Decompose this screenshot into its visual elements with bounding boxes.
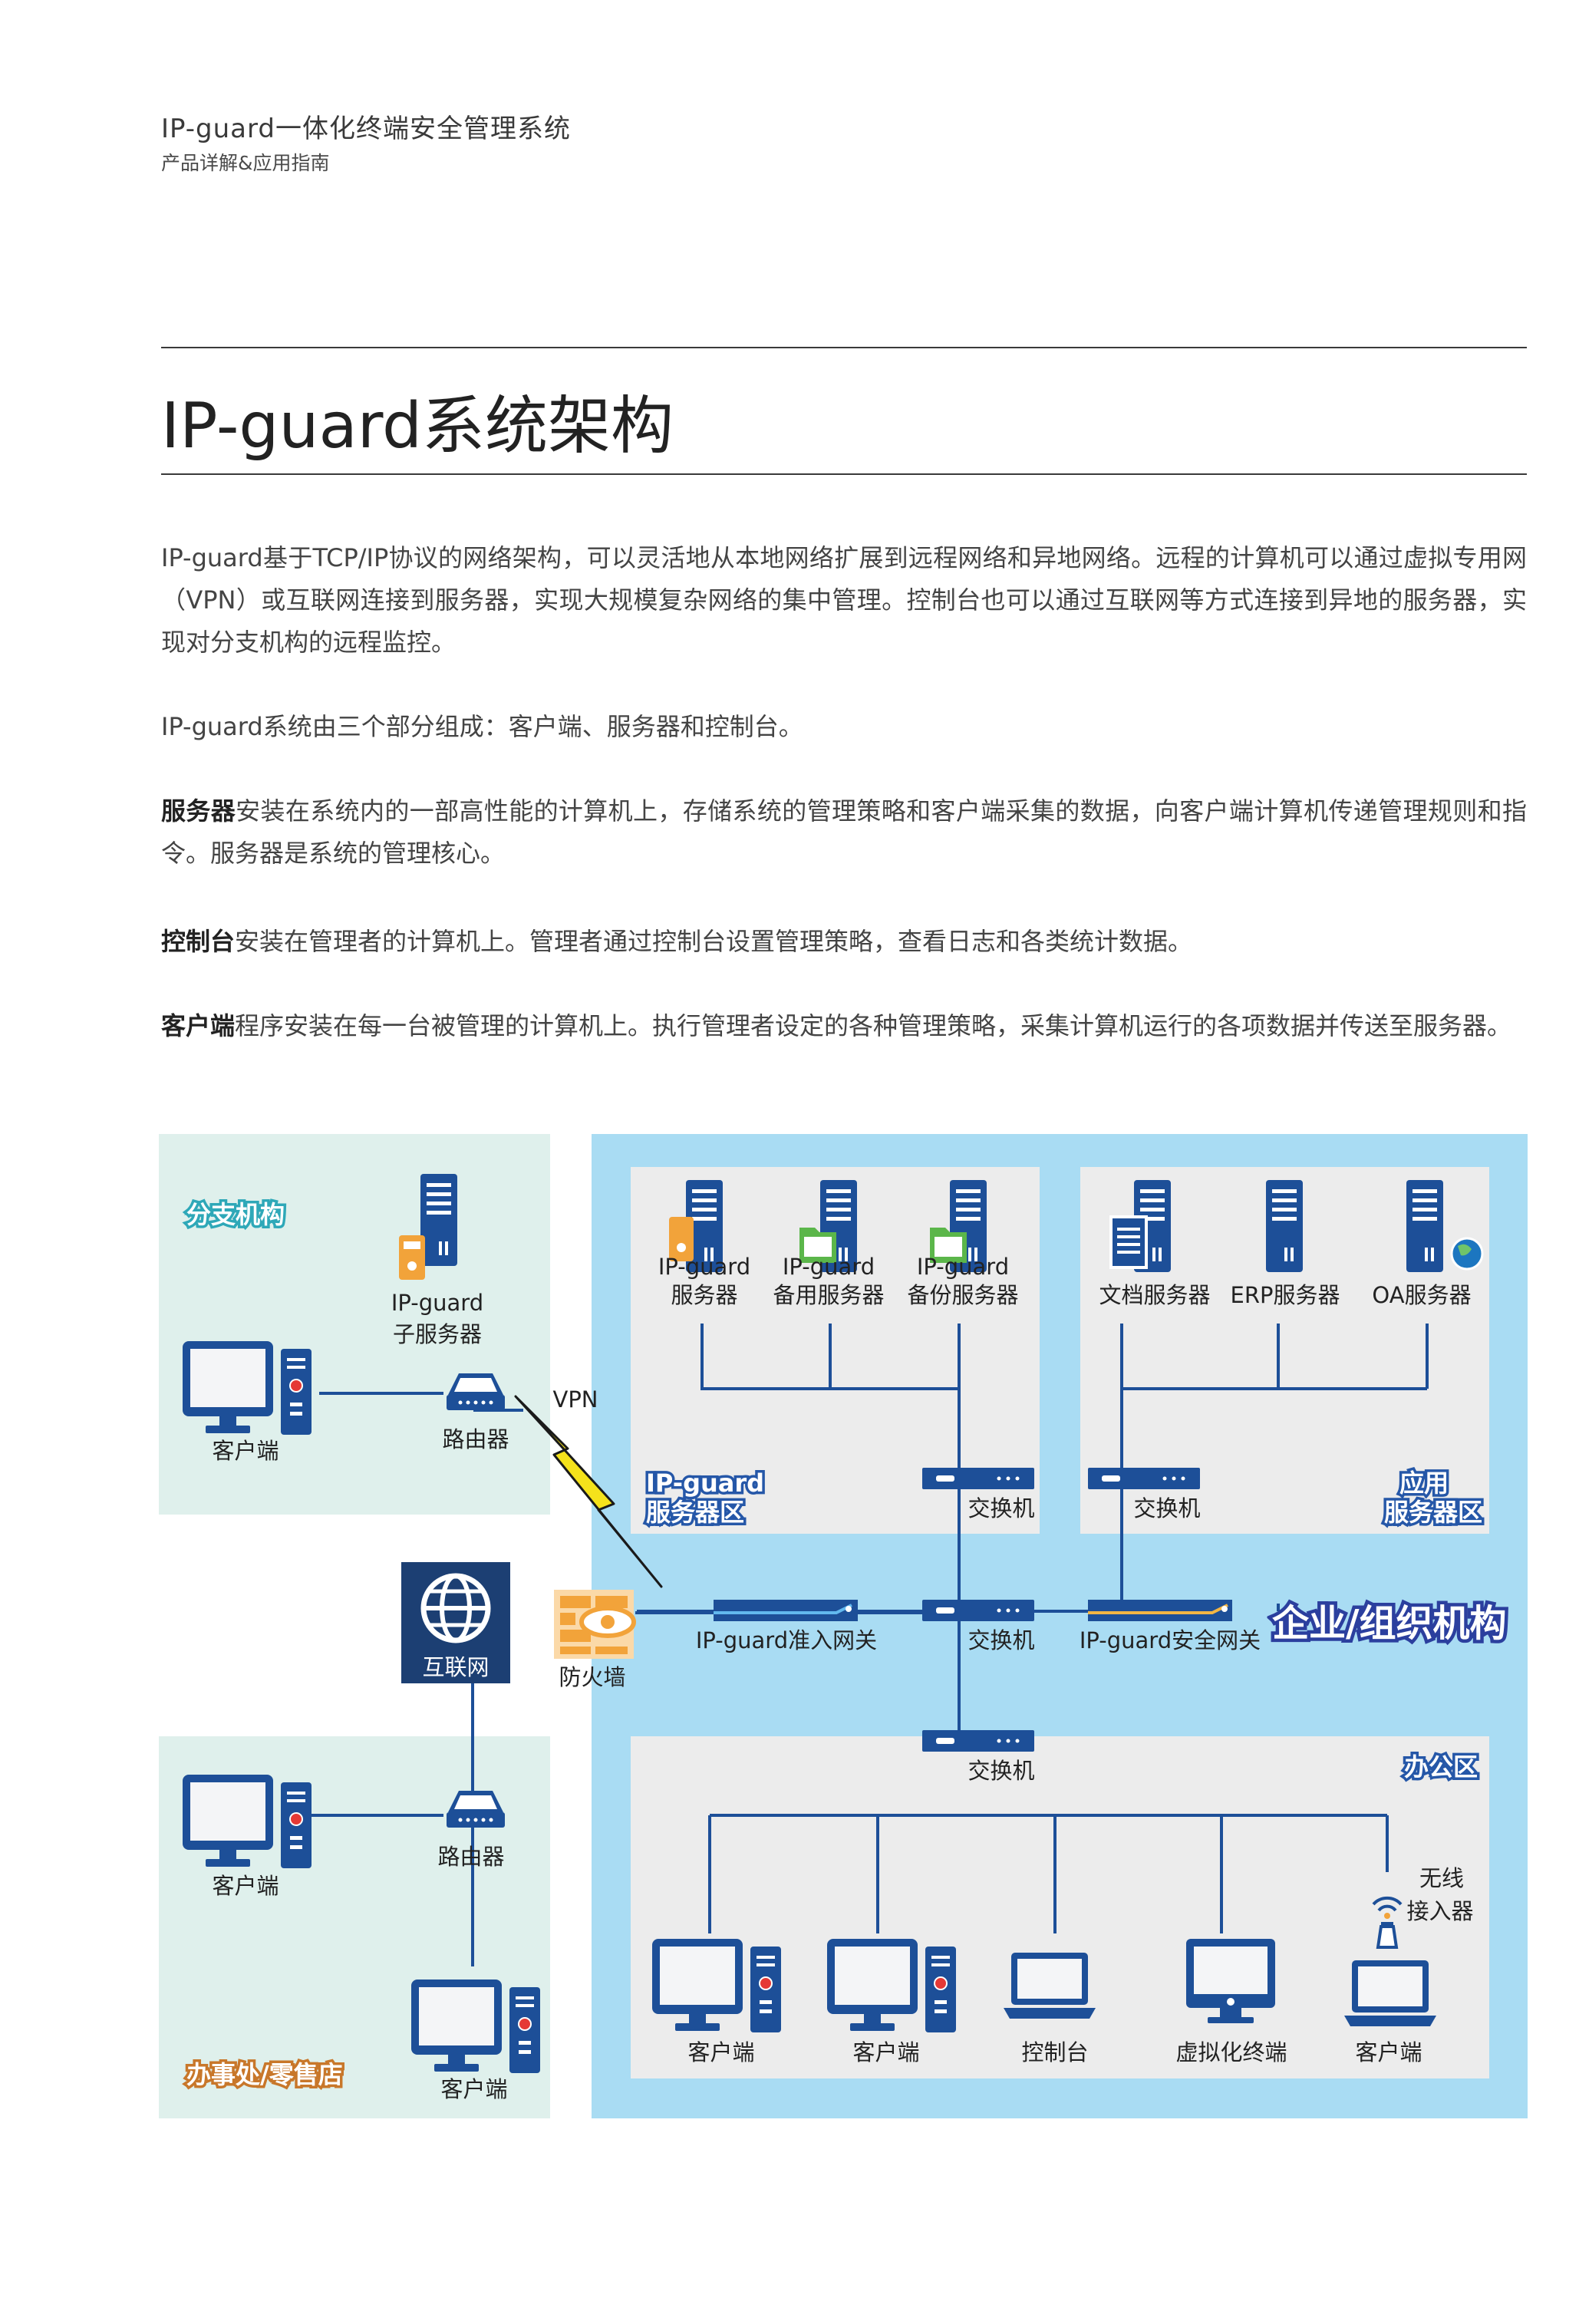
ipg-backup-label-1: IP-guard — [916, 1254, 1010, 1280]
firewall-label: 防火墙 — [559, 1664, 626, 1690]
top-divider — [161, 347, 1527, 348]
doc-server-label: 文档服务器 — [1099, 1282, 1211, 1308]
term-server: 服务器 — [161, 796, 236, 826]
zone-server-badge-line1: IP-guard — [643, 1467, 766, 1500]
ipg-standby-label-2: 备用服务器 — [773, 1282, 885, 1308]
zone-branch-badge: 分支机构 — [183, 1198, 287, 1231]
internet-label: 互联网 — [422, 1654, 490, 1680]
switch-label-app: 交换机 — [1133, 1495, 1201, 1521]
retail-router-label: 路由器 — [437, 1844, 505, 1870]
zone-office-badge: 办公区 — [1401, 1751, 1480, 1784]
paragraph-console: 控制台安装在管理者的计算机上。管理者通过控制台设置管理策略，查看日志和各类统计数… — [161, 921, 1527, 963]
bottom-divider — [161, 473, 1527, 475]
office-client-label-2: 客户端 — [852, 2039, 920, 2065]
console-label: 控制台 — [1021, 2039, 1089, 2065]
ipg-server-label-2: 服务器 — [671, 1282, 738, 1308]
zone-retail-badge: 办事处/零售店 — [184, 2059, 346, 2092]
subserver-label-2: 子服务器 — [392, 1321, 482, 1347]
access-gateway-label: IP-guard准入网关 — [695, 1627, 878, 1653]
branch-router-label: 路由器 — [442, 1426, 509, 1452]
vpn-label: VPN — [552, 1386, 598, 1413]
paragraph-components: IP-guard系统由三个部分组成：客户端、服务器和控制台。 — [161, 712, 803, 741]
switch-label-office: 交换机 — [968, 1758, 1035, 1784]
branch-client-label: 客户端 — [212, 1438, 279, 1464]
retail-client-label-2: 客户端 — [440, 2076, 508, 2102]
zone-app-badge-line2: 服务器区 — [1381, 1496, 1485, 1529]
retail-client-label-1: 客户端 — [212, 1873, 279, 1899]
zone-app-badge-line1: 应用 — [1396, 1467, 1451, 1500]
oa-server-label: OA服务器 — [1372, 1282, 1472, 1308]
doc-header-title: IP-guard一体化终端安全管理系统 — [161, 114, 571, 144]
paragraph-intro: IP-guard基于TCP/IP协议的网络架构，可以灵活地从本地网络扩展到远程网… — [161, 543, 1527, 657]
desc-console: 安装在管理者的计算机上。管理者通过控制台设置管理策略，查看日志和各类统计数据。 — [235, 927, 1193, 956]
ipg-standby-label-1: IP-guard — [782, 1254, 875, 1280]
vpn-bolt-icon — [514, 1395, 663, 1588]
desc-server: 安装在系统内的一部高性能的计算机上，存储系统的管理策略和客户端采集的数据，向客户… — [161, 796, 1527, 868]
zone-enterprise-badge: 企业/组织机构 — [1269, 1602, 1511, 1646]
ipg-backup-label-2: 备份服务器 — [907, 1282, 1019, 1308]
zone-server-badge-line2: 服务器区 — [643, 1496, 747, 1529]
office-client-label-1: 客户端 — [687, 2039, 755, 2065]
subserver-label-1: IP-guard — [391, 1290, 484, 1316]
desc-client: 程序安装在每一台被管理的计算机上。执行管理者设定的各种管理策略，采集计算机运行的… — [235, 1011, 1512, 1040]
switch-label-core: 交换机 — [968, 1627, 1035, 1653]
erp-server-label: ERP服务器 — [1230, 1282, 1340, 1308]
section-title: IP-guard系统架构 — [161, 390, 674, 463]
security-gateway-label: IP-guard安全网关 — [1079, 1627, 1261, 1653]
term-console: 控制台 — [161, 927, 236, 956]
paragraph-client: 客户端程序安装在每一台被管理的计算机上。执行管理者设定的各种管理策略，采集计算机… — [161, 1005, 1527, 1047]
switch-label-server: 交换机 — [968, 1495, 1035, 1521]
office-client-label-3: 客户端 — [1355, 2039, 1422, 2065]
virtual-terminal-label: 虚拟化终端 — [1175, 2039, 1287, 2065]
term-client: 客户端 — [161, 1011, 236, 1040]
paragraph-server: 服务器安装在系统内的一部高性能的计算机上，存储系统的管理策略和客户端采集的数据，… — [161, 790, 1527, 875]
ipg-server-label-1: IP-guard — [658, 1254, 751, 1280]
wifi-label-2: 接入器 — [1406, 1898, 1474, 1924]
wifi-label-1: 无线 — [1419, 1865, 1464, 1891]
doc-header-subtitle: 产品详解&应用指南 — [161, 152, 330, 174]
